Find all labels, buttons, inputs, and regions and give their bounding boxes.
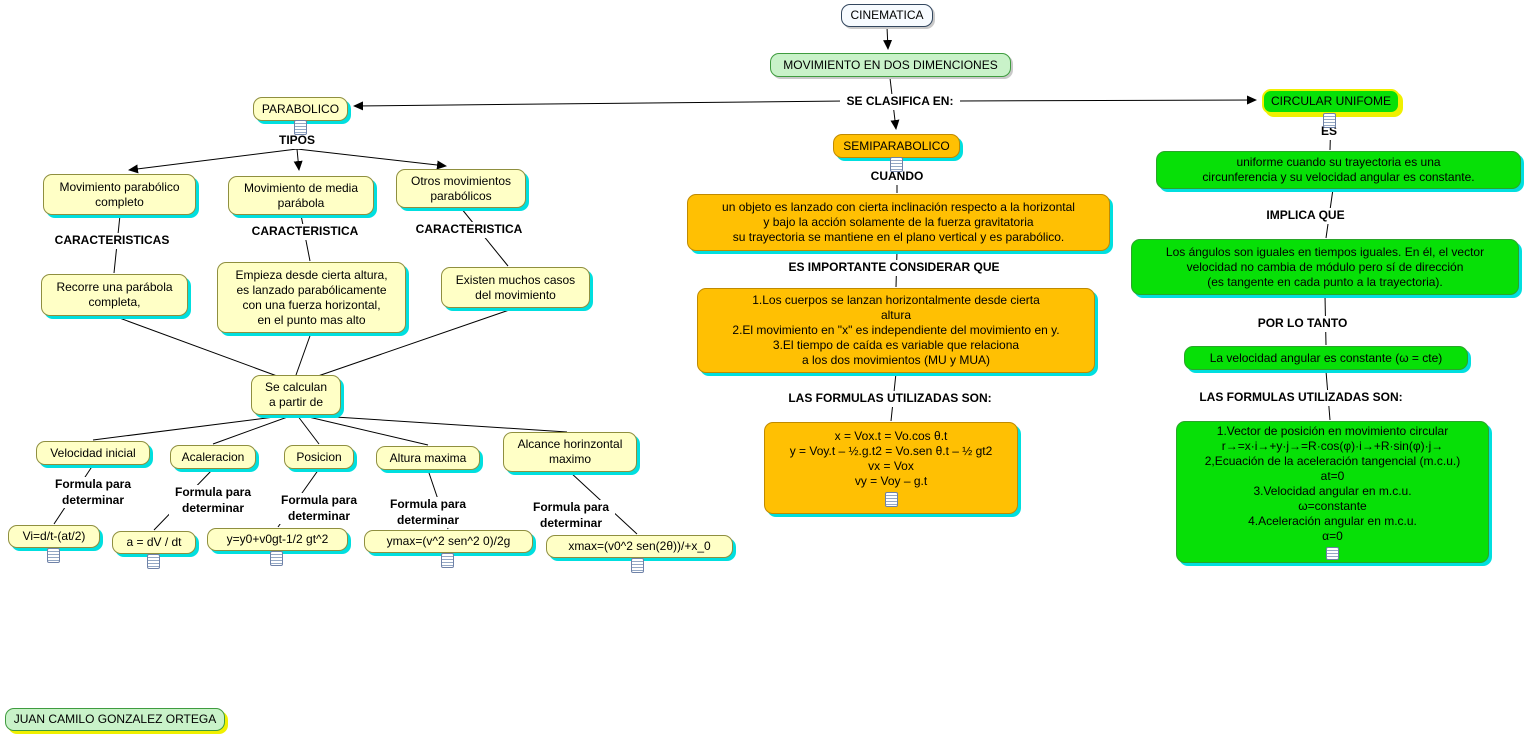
link-caracteristica-media[interactable]: CARACTERISTICA (245, 224, 365, 240)
node-formula-xmax[interactable]: xmax=(v0^2 sen(2θ))/+x_0 (546, 535, 733, 558)
node-semiparabolico[interactable]: SEMIPARABOLICO (833, 134, 960, 158)
link-implica-que[interactable]: IMPLICA QUE (1258, 208, 1353, 224)
link-caracteristicas[interactable]: CARACTERISTICAS (47, 233, 177, 249)
node-parabolico[interactable]: PARABOLICO (253, 97, 348, 121)
link-por-lo-tanto[interactable]: POR LO TANTO (1250, 316, 1355, 332)
node-velocidad-angular-constante[interactable]: La velocidad angular es constante (ω = c… (1184, 346, 1468, 370)
node-empieza-cierta-altura[interactable]: Empieza desde cierta altura, es lanzado … (217, 262, 406, 333)
resource-icon[interactable] (890, 157, 903, 172)
link-formula-alcance[interactable]: Formula para determinar (527, 500, 615, 532)
resource-icon[interactable] (1323, 113, 1336, 128)
node-recorre-parabola[interactable]: Recorre una parábola completa, (41, 274, 188, 316)
node-cuando-texto[interactable]: un objeto es lanzado con cierta inclinac… (687, 194, 1110, 251)
node-velocidad-inicial[interactable]: Velocidad inicial (36, 441, 150, 465)
node-formulas-semiparabolico[interactable]: x = Vox.t = Vo.cos θ.t y = Voy.t – ½.g.t… (764, 422, 1018, 514)
link-es-importante-considerar[interactable]: ES IMPORTANTE CONSIDERAR QUE (769, 260, 1019, 276)
node-movimiento-parabolico-completo[interactable]: Movimiento parabólico completo (43, 174, 196, 215)
formulas-semiparabolico-text: x = Vox.t = Vo.cos θ.t y = Voy.t – ½.g.t… (789, 429, 993, 488)
node-formula-a[interactable]: a = dV / dt (112, 531, 196, 554)
node-considerar-texto[interactable]: 1.Los cuerpos se lanzan horizontalmente … (697, 288, 1095, 373)
resource-icon[interactable] (47, 548, 60, 563)
node-otros-movimientos[interactable]: Otros movimientos parabólicos (396, 169, 526, 208)
node-alcance-horizontal[interactable]: Alcance horinzontal maximo (503, 432, 637, 472)
node-formula-ymax[interactable]: ymax=(v^2 sen^2 0)/2g (364, 530, 533, 553)
node-altura-maxima[interactable]: Altura maxima (376, 446, 480, 470)
resource-icon[interactable] (270, 551, 283, 566)
node-implica-texto[interactable]: Los ángulos son iguales en tiempos igual… (1131, 239, 1519, 295)
link-caracteristica-otros[interactable]: CARACTERISTICA (409, 222, 529, 238)
node-es-texto[interactable]: uniforme cuando su trayectoria es una ci… (1156, 151, 1521, 189)
node-movimiento-dos-dimensiones[interactable]: MOVIMIENTO EN DOS DIMENCIONES (770, 53, 1011, 77)
node-movimiento-media-parabola[interactable]: Movimiento de media parábola (228, 176, 374, 215)
link-formula-altura[interactable]: Formula para determinar (384, 497, 472, 529)
node-formula-vi[interactable]: Vi=d/t-(at/2) (8, 525, 100, 548)
node-cinematica[interactable]: CINEMATICA (841, 4, 933, 27)
link-tipos[interactable]: TIPOS (272, 133, 322, 149)
resource-icon[interactable] (1326, 547, 1339, 560)
node-formulas-circular[interactable]: 1.Vector de posición en movimiento circu… (1176, 421, 1489, 563)
node-se-calculan[interactable]: Se calculan a partir de (251, 375, 341, 415)
formulas-circular-text: 1.Vector de posición en movimiento circu… (1204, 424, 1461, 543)
resource-icon[interactable] (884, 492, 898, 507)
resource-icon[interactable] (631, 558, 644, 573)
node-acaleracion[interactable]: Acaleracion (170, 445, 256, 469)
node-posicion[interactable]: Posicion (284, 445, 354, 469)
link-se-clasifica-en[interactable]: SE CLASIFICA EN: (840, 94, 960, 110)
link-formulas-semiparabolico[interactable]: LAS FORMULAS UTILIZADAS SON: (765, 391, 1015, 407)
resource-icon[interactable] (147, 554, 160, 569)
link-formula-acaleracion[interactable]: Formula para determinar (169, 485, 257, 517)
link-formula-velocidad[interactable]: Formula para determinar (49, 477, 137, 509)
node-existen-muchos-casos[interactable]: Existen muchos casos del movimiento (441, 267, 590, 308)
link-formula-posicion[interactable]: Formula para determinar (275, 493, 363, 525)
resource-icon[interactable] (294, 120, 307, 135)
author-name-node[interactable]: JUAN CAMILO GONZALEZ ORTEGA (5, 708, 225, 731)
link-formulas-circular[interactable]: LAS FORMULAS UTILIZADAS SON: (1176, 390, 1426, 406)
node-circular-uniforme[interactable]: CIRCULAR UNIFOME (1262, 89, 1400, 114)
link-cuando[interactable]: CUANDO (867, 169, 927, 185)
node-formula-y[interactable]: y=y0+v0gt-1/2 gt^2 (207, 528, 348, 551)
resource-icon[interactable] (441, 553, 454, 568)
